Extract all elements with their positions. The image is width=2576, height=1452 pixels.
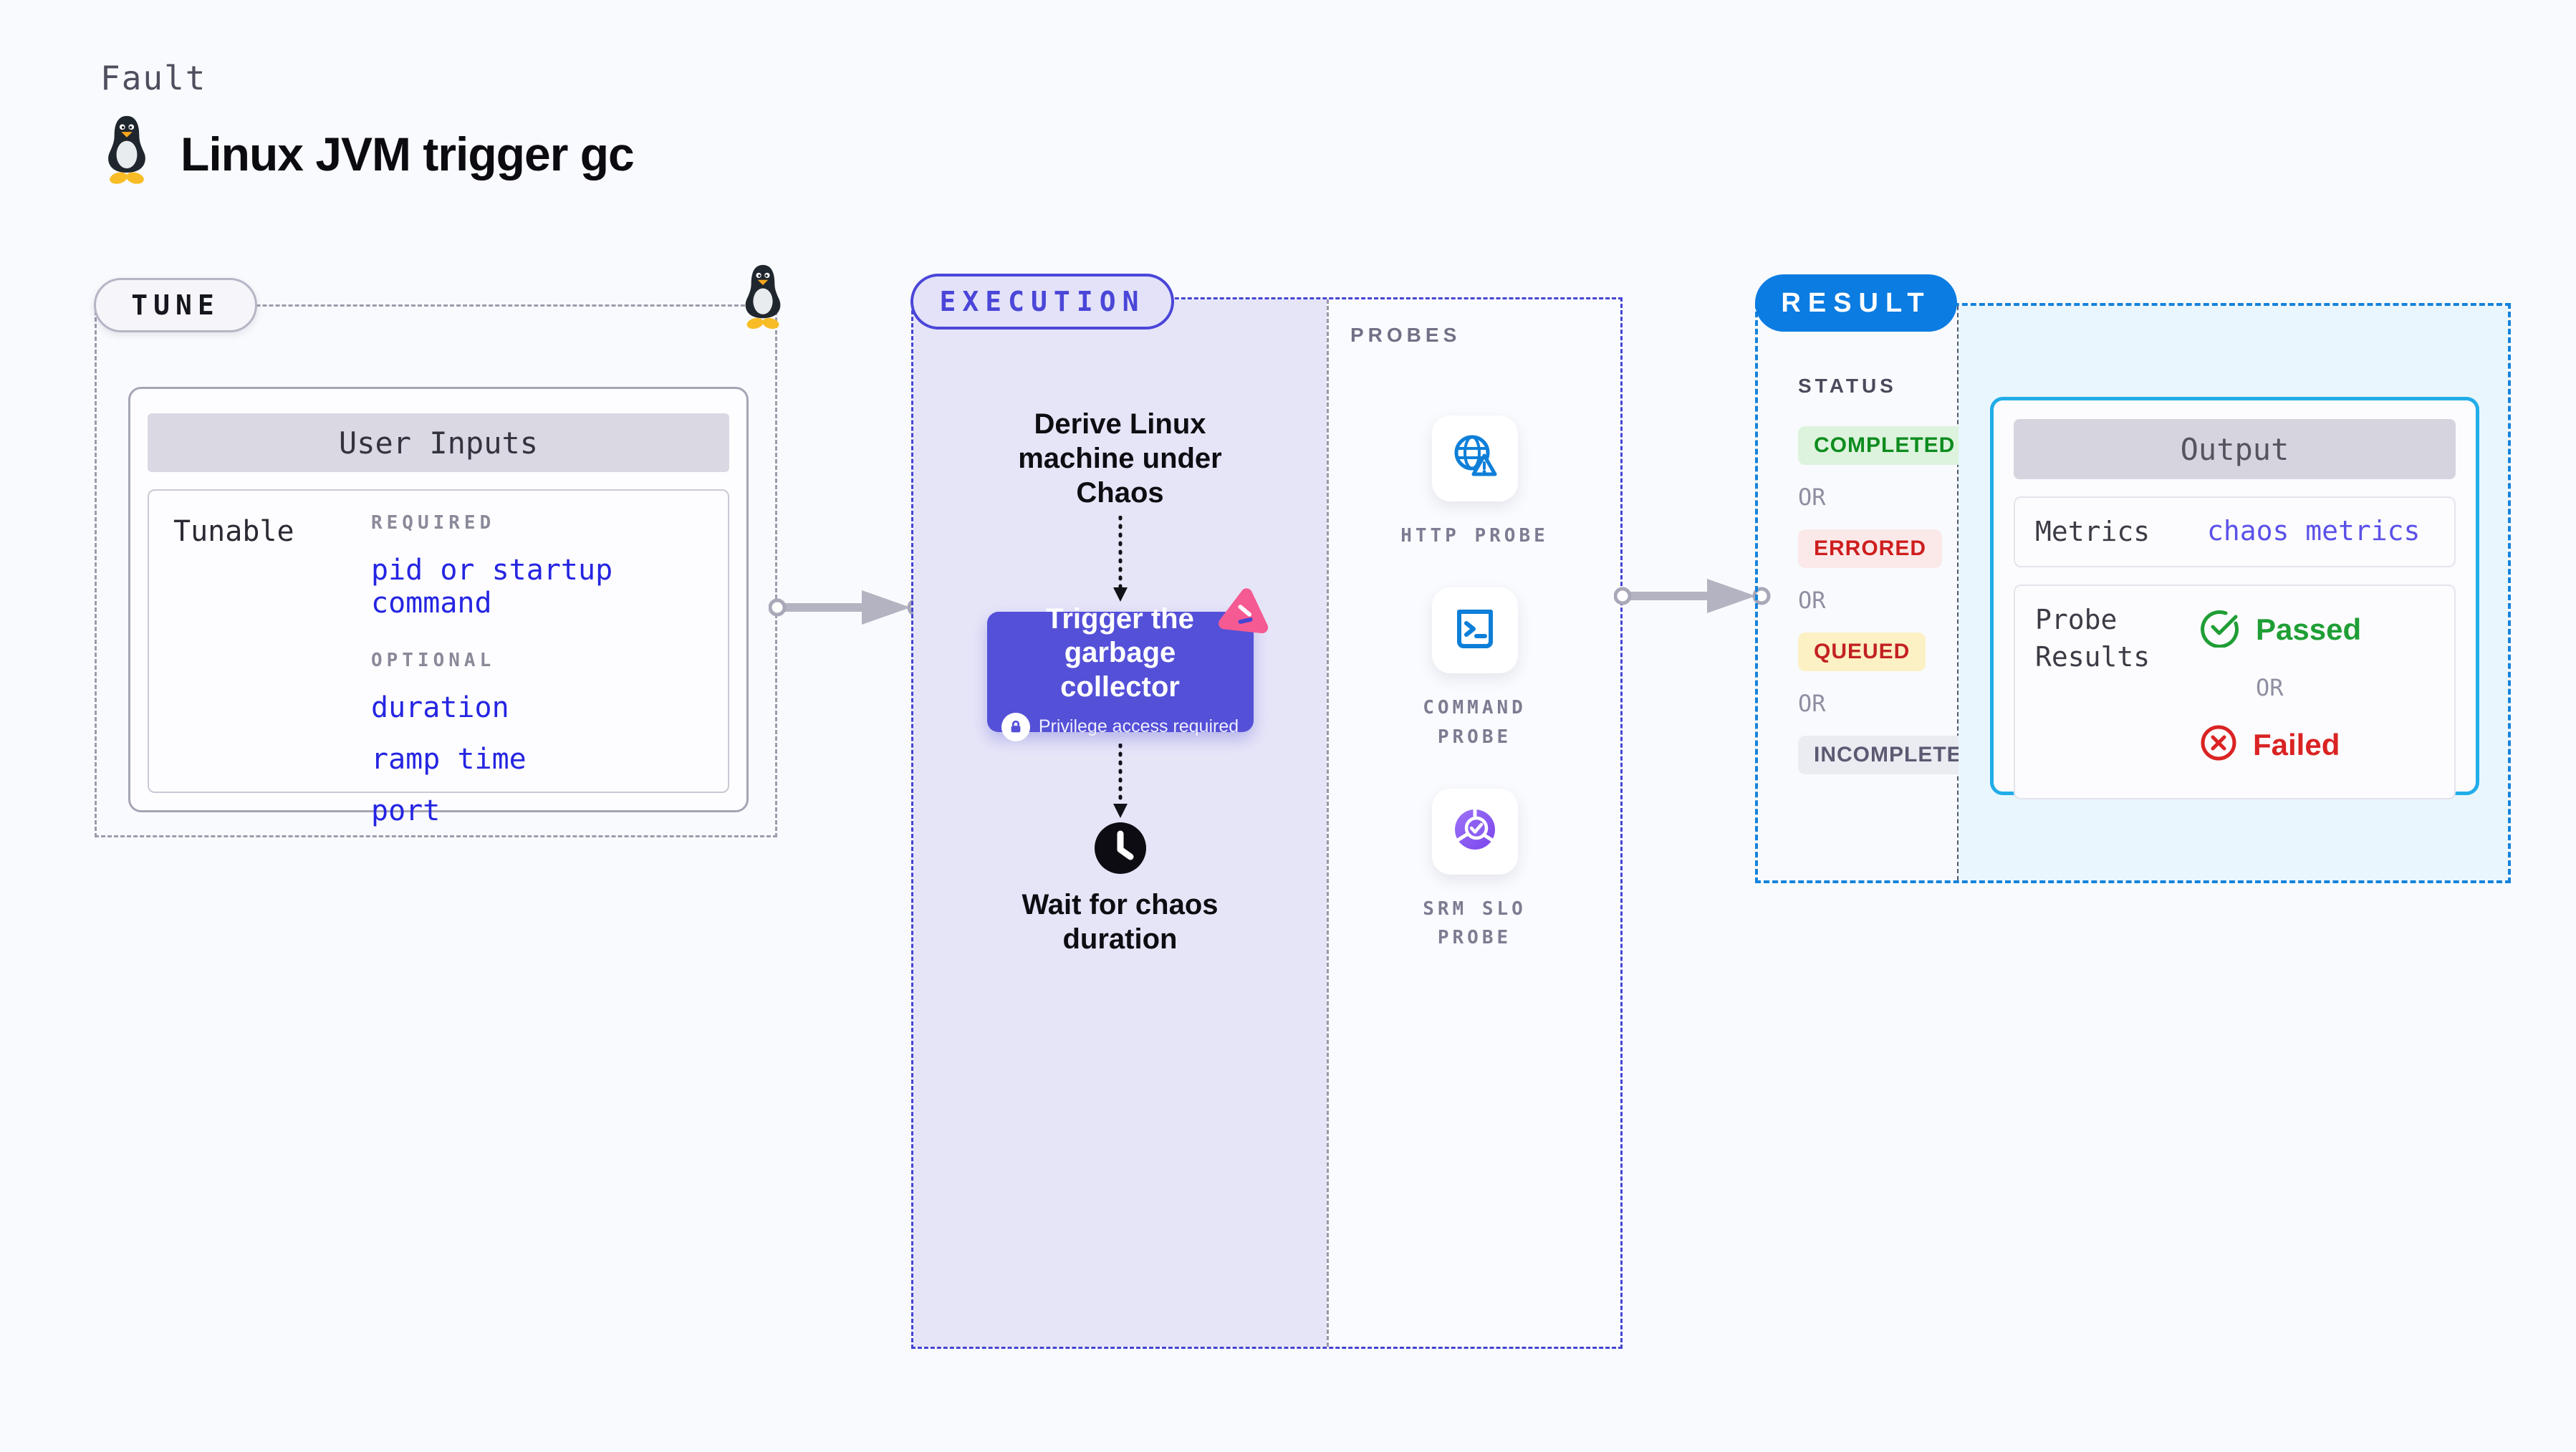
probe-results-values: Passed OR Failed: [2200, 602, 2361, 782]
tune-section-badge: TUNE: [94, 278, 257, 332]
x-circle-icon: [2200, 724, 2237, 765]
status-badge-errored: ERRORED: [1798, 529, 1943, 568]
http-probe-label: HTTP PROBE: [1400, 525, 1549, 547]
or-separator: OR: [1798, 484, 1826, 511]
fault-kicker: Fault: [100, 59, 207, 97]
required-label: REQUIRED: [371, 512, 496, 534]
execution-section-badge: EXECUTION: [910, 274, 1174, 330]
passed-line: Passed: [2200, 607, 2361, 651]
flow-arrow-tune-to-execution: [769, 590, 926, 625]
output-card: Output Metrics chaos metrics Probe Resul…: [1990, 397, 2479, 800]
probe-results-row: Probe Results Passed OR: [2014, 585, 2456, 800]
terminal-icon: [1452, 606, 1498, 655]
status-column: STATUS COMPLETED OR ERRORED OR QUEUED OR…: [1758, 306, 1994, 880]
flow-arrow-execution-to-result: [1614, 579, 1771, 613]
user-inputs-header: User Inputs: [148, 413, 729, 472]
execution-section: EXECUTION Derive Linux machine under Cha…: [910, 274, 1623, 1349]
status-badge-queued: QUEUED: [1798, 633, 1926, 671]
failed-line: Failed: [2200, 724, 2361, 765]
tunable-params: REQUIRED pid or startup command OPTIONAL…: [352, 512, 703, 827]
probes-panel: PROBES HTTP P: [1327, 299, 1620, 1347]
failed-label: Failed: [2253, 727, 2340, 761]
tune-section: TUNE User Inputs Tunable REQUIRED pid or…: [94, 264, 781, 837]
srm-slo-probe-label: SRM SLO PROBE: [1423, 898, 1527, 949]
param-port: port: [371, 794, 441, 827]
http-probe-card[interactable]: [1431, 415, 1518, 501]
dotted-arrow-down-icon: [1112, 516, 1128, 602]
check-circle-icon: [2200, 607, 2240, 651]
metrics-row: Metrics chaos metrics: [2014, 496, 2456, 568]
derive-step-label: Derive Linux machine under Chaos: [1018, 408, 1222, 509]
or-separator: OR: [1798, 587, 1826, 614]
user-inputs-card: User Inputs Tunable REQUIRED pid or star…: [128, 387, 749, 827]
tunable-row-label: Tunable: [173, 515, 294, 548]
tux-penguin-icon-small: [742, 264, 784, 337]
param-ramp-time: ramp time: [371, 743, 527, 776]
tux-penguin-icon: [105, 115, 149, 193]
or-separator: OR: [1798, 690, 1826, 717]
chaos-experiment-icon: [1215, 585, 1274, 646]
lock-icon: [1001, 712, 1030, 741]
privilege-note: Privilege access required: [1038, 716, 1239, 737]
metrics-label: Metrics: [2035, 516, 2150, 547]
status-badge-completed: COMPLETED: [1798, 426, 1971, 465]
status-heading: STATUS: [1798, 375, 1897, 397]
tunable-body: Tunable REQUIRED pid or startup command …: [148, 489, 729, 827]
output-card-header: Output: [2014, 419, 2456, 479]
slo-donut-icon: [1451, 806, 1499, 857]
param-duration: duration: [371, 691, 509, 724]
wait-step-label: Wait for chaos duration: [1022, 889, 1219, 955]
clock-icon: [1093, 821, 1148, 879]
result-section-badge: RESULT: [1755, 274, 1957, 332]
param-pid-or-startup-command: pid or startup command: [371, 554, 613, 620]
output-panel: Output Metrics chaos metrics Probe Resul…: [1959, 306, 2508, 880]
command-probe-card[interactable]: [1431, 587, 1518, 674]
optional-label: OPTIONAL: [371, 650, 496, 671]
trigger-gc-label: Trigger the garbage collector: [1046, 603, 1194, 703]
trigger-gc-node[interactable]: Trigger the garbage collector Privilege …: [986, 588, 1268, 741]
probes-heading: PROBES: [1350, 324, 1461, 346]
result-section: RESULT STATUS COMPLETED OR ERRORED OR QU…: [1755, 274, 2511, 883]
probe-results-label: Probe Results: [2035, 604, 2150, 673]
passed-label: Passed: [2256, 612, 2362, 646]
dotted-arrow-down-icon: [1112, 744, 1128, 818]
probe-item-command: COMMAND PROBE: [1385, 587, 1565, 751]
srm-slo-probe-card[interactable]: [1431, 788, 1518, 875]
metrics-value: chaos metrics: [2207, 515, 2421, 547]
probe-item-srm-slo: SRM SLO PROBE: [1385, 788, 1565, 953]
fault-title: Linux JVM trigger gc: [181, 127, 635, 181]
probe-item-http: HTTP PROBE: [1385, 415, 1565, 550]
globe-alert-icon: [1451, 433, 1499, 485]
or-separator: OR: [2256, 674, 2284, 702]
fault-title-row: Linux JVM trigger gc: [105, 115, 635, 193]
privilege-note-row: Privilege access required: [1001, 712, 1239, 741]
command-probe-label: COMMAND PROBE: [1423, 697, 1527, 748]
execution-flow: Derive Linux machine under Chaos Trigger…: [913, 299, 1327, 1347]
